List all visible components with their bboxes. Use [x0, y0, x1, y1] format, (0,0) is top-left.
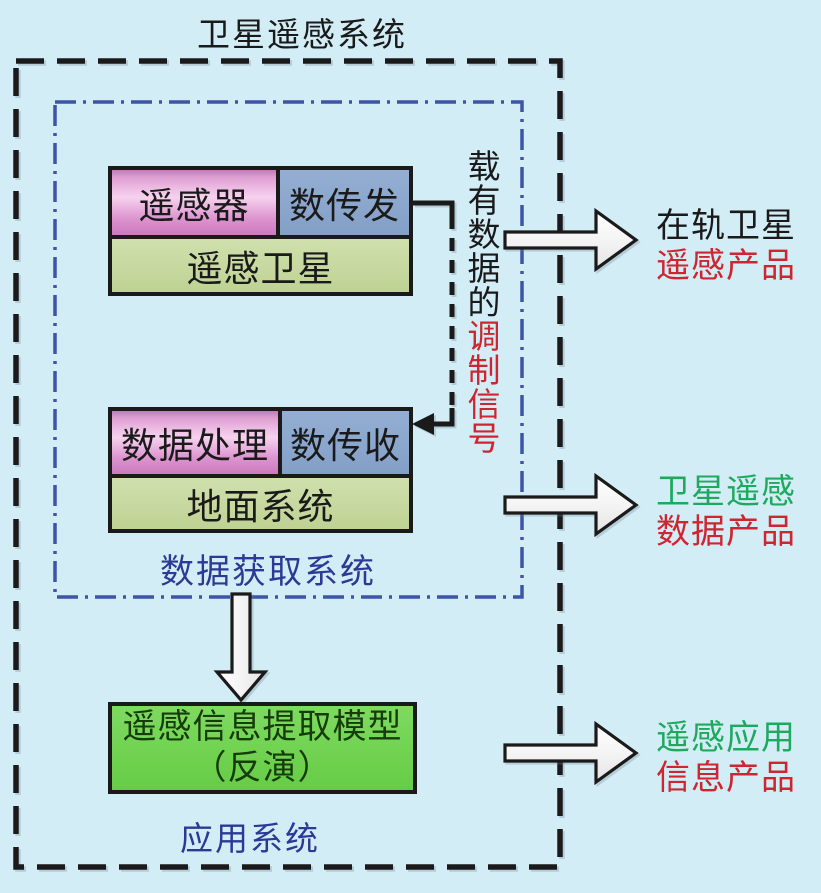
application-system-label: 应用系统: [180, 819, 320, 858]
model-box-line2: （反演）: [192, 748, 333, 788]
output-data-product: 卫星遥感 数据产品: [656, 472, 796, 552]
data-processing-box: 数据处理: [108, 407, 282, 478]
acquisition-system-label: 数据获取系统: [160, 552, 376, 592]
remote-sensing-satellite-box: 遥感卫星: [108, 235, 413, 296]
diagram-title: 卫星遥感系统: [197, 15, 407, 54]
output-satellite-product-line1: 在轨卫星: [656, 206, 796, 246]
signal-annotation-highlight: 调制信号: [462, 319, 501, 455]
arrow-right-application-product-icon: [503, 720, 639, 786]
data-transmit-box: 数传发: [276, 166, 413, 239]
sensor-box-label: 遥感器: [138, 185, 250, 227]
information-extraction-model-box: 遥感信息提取模型 （反演）: [108, 702, 417, 794]
output-satellite-product: 在轨卫星 遥感产品: [656, 206, 796, 286]
acquisition-system-boundary: [53, 100, 524, 599]
arrow-right-satellite-product-icon: [503, 207, 639, 273]
signal-annotation-prefix: 载有数据的: [462, 149, 501, 319]
data-receive-box: 数传收: [278, 407, 413, 478]
connector-arrowhead-icon: [412, 413, 434, 435]
signal-connector: [412, 200, 455, 435]
output-data-product-line2: 数据产品: [656, 512, 796, 552]
arrow-down-to-model-icon: [213, 592, 269, 703]
modulated-signal-annotation: 载有数据的调制信号: [462, 149, 501, 465]
sensor-box: 遥感器: [108, 166, 280, 239]
output-application-product: 遥感应用 信息产品: [656, 718, 796, 798]
data-transmit-box-label: 数传发: [288, 185, 400, 227]
model-box-line1: 遥感信息提取模型: [122, 707, 403, 747]
remote-sensing-satellite-label: 遥感卫星: [186, 248, 335, 290]
data-receive-box-label: 数传收: [289, 425, 401, 467]
ground-system-box: 地面系统: [108, 474, 413, 533]
arrow-right-data-product-icon: [503, 472, 639, 538]
data-processing-box-label: 数据处理: [120, 425, 269, 467]
output-satellite-product-line2: 遥感产品: [656, 246, 796, 286]
output-application-product-line2: 信息产品: [656, 758, 796, 798]
satellite-system-boundary: [13, 58, 563, 870]
ground-system-box-label: 地面系统: [186, 486, 335, 528]
output-data-product-line1: 卫星遥感: [656, 472, 796, 512]
output-application-product-line1: 遥感应用: [656, 718, 796, 758]
